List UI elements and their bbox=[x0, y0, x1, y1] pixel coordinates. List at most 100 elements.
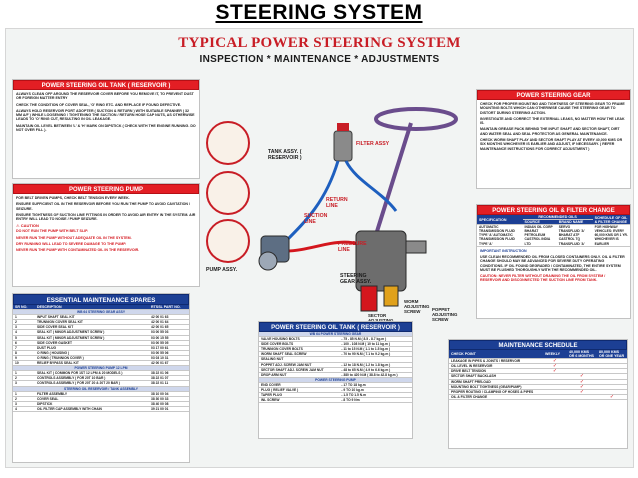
spares-srno: 1 bbox=[13, 314, 35, 321]
oil-panel-heading: POWER STEERING OIL & FILTER CHANGE bbox=[477, 205, 630, 215]
table-row: SECTOR SHAFT BACKLASH✓ bbox=[449, 373, 627, 380]
steering-system-illustration bbox=[258, 107, 458, 312]
torque-item: SECTOR SHAFT ADJ. SCREW JAM NUT bbox=[259, 367, 340, 373]
check-icon bbox=[597, 363, 627, 370]
pump-para-2: ENSURE SUFFICIENT OIL IN THE RESERVOIR B… bbox=[16, 202, 190, 211]
spares-part: 39 21 00 01 bbox=[149, 406, 189, 412]
gear-torque-title: WB 64 POWER STEERING GEAR bbox=[259, 332, 412, 338]
spares-desc: OIL FILTER CAP ASSEMBLY WITH CHAIN bbox=[35, 406, 149, 412]
spares-srno: 4 bbox=[13, 329, 35, 336]
check-icon bbox=[543, 373, 567, 380]
check-icon bbox=[543, 394, 567, 400]
spares-srno: 2 bbox=[13, 375, 35, 382]
torque-value: - 9 TO 10 kg.m bbox=[339, 387, 412, 394]
return-line bbox=[344, 160, 398, 212]
tank-spec-panel: POWER STEERING OIL TANK ( RESERVOIR ) WB… bbox=[258, 321, 413, 439]
table-row: PROPER ROUTING / CLAMPING OF HOSES & PIP… bbox=[449, 389, 627, 395]
pump-para-3: ENSURE TIGHTNESS OF SUCTION LINE FITTING… bbox=[16, 212, 196, 222]
pump-caution-2: NEVER RUN THE PUMP WITHOUT ADEQUATE OIL … bbox=[16, 235, 132, 240]
torque-item: INL SCREW bbox=[259, 397, 340, 404]
gear-detail-circle bbox=[206, 219, 250, 263]
table-row: WORM SHAFT PRELOAD✓ bbox=[449, 379, 627, 385]
steering-column bbox=[372, 122, 413, 242]
torque-value: - 70 to 90 N.M ( 7.1 to 9.2 kg.m ) bbox=[339, 351, 412, 358]
spares-part: 38 10 00 04 bbox=[149, 391, 189, 397]
table-row: WORM SHAFT SEAL SCREW- 70 to 90 N.M ( 7.… bbox=[259, 351, 412, 358]
spares-srno: 7 bbox=[13, 345, 35, 351]
gear-panel: POWER STEERING GEAR CHECK FOR PROPER MOU… bbox=[476, 89, 631, 189]
tank-icon bbox=[333, 130, 353, 162]
schedule-item: PROPER ROUTING / CLAMPING OF HOSES & PIP… bbox=[449, 389, 543, 395]
spares-desc: RELIEF BYPASS SEAL KIT bbox=[35, 360, 149, 367]
pump-torque-title: POWER STEERING PUMP bbox=[259, 377, 412, 383]
pump-panel-heading: POWER STEERING PUMP bbox=[13, 184, 199, 194]
spares-desc: SEAL KIT ( MINOR ADJUSTMENT SCREW ) bbox=[35, 329, 149, 336]
table-row: VALVE HOUSING BOLTS- 75 - 85 N.M ( 8.5 -… bbox=[259, 336, 412, 343]
tank-para-2: CHECK THE CONDITION OF COVER SEAL, 'O' R… bbox=[16, 102, 182, 107]
spares-srno: 1 bbox=[13, 391, 35, 397]
gear-para-4: CHECK WORM SHAFT PLAY AND SECTOR SHAFT P… bbox=[480, 138, 623, 151]
spares-part: 42 00 01 63 bbox=[149, 314, 189, 321]
poster: TYPICAL POWER STEERING SYSTEM INSPECTION… bbox=[5, 28, 634, 468]
spares-group-row: STEERING OIL RESERVOIR / TANK ASSEMBLY bbox=[13, 386, 189, 392]
spares-col-part: RTSSL PART NO. bbox=[149, 305, 189, 311]
schedule-table: CHECK POINT WEEKLY 40,000 KMS OR 6 MONTH… bbox=[449, 350, 627, 400]
spares-srno: 3 bbox=[13, 324, 35, 331]
torque-value: - 11 to 15 N.M ( 1.1 to 1.5 kg.m ) bbox=[339, 346, 412, 353]
pump-caution-4: NEVER RUN THE PUMP WITH CONTAMINATED OIL… bbox=[16, 248, 140, 253]
torque-value: - 8 TO 9 Nm bbox=[339, 397, 412, 404]
table-row: TAPER PLUG- 1.5 TO 1.5 N.m bbox=[259, 392, 412, 399]
check-icon: ✓ bbox=[543, 369, 567, 375]
pump-label: PUMP ASSY. bbox=[206, 267, 238, 273]
return-label: RETURN LINE bbox=[326, 197, 348, 209]
spares-desc: CONTROLS ASSEMBLY ( FOR 20T 10 BAR ) bbox=[35, 375, 149, 382]
check-icon bbox=[567, 368, 597, 375]
check-icon: ✓ bbox=[543, 359, 567, 365]
spares-group-title: STEERING OIL RESERVOIR / TANK ASSEMBLY bbox=[13, 386, 189, 392]
torque-item: SIDE COVER BOLTS bbox=[259, 341, 340, 348]
spares-desc: O RING ( TRUNNION COVER ) bbox=[35, 355, 149, 362]
schedule-item: WORM SHAFT PRELOAD bbox=[449, 379, 543, 385]
torque-item: END COVER bbox=[259, 382, 340, 389]
torque-value: - 12 to 18 N.M ( 1.2 to 1.8 kg.m ) bbox=[339, 362, 412, 368]
poster-subtitle: INSPECTION * MAINTENANCE * ADJUSTMENTS bbox=[199, 54, 440, 65]
oil-schedule: FOR HIGHWAY VEHICLES: EVERY 60,000 KMS O… bbox=[592, 224, 630, 247]
gear-para-2: INVESTIGATE AND CORRECT THE EXTERNAL LEA… bbox=[480, 116, 625, 126]
spares-panel: ESSENTIAL MAINTENANCE SPARES SR NO. DESC… bbox=[12, 293, 190, 463]
spares-group-title: WB 64 STEERING GEAR ASSY bbox=[13, 309, 189, 316]
oil-col-brand: BRAND NAME bbox=[556, 219, 593, 226]
spares-srno: 2 bbox=[13, 319, 35, 326]
spares-part: 03 00 55 05 bbox=[149, 340, 189, 346]
torque-value: - 75 - 85 N.M ( 8.5 - 8.7 kg.m ) bbox=[339, 336, 412, 343]
spares-srno: 3 bbox=[13, 401, 35, 407]
check-icon bbox=[597, 389, 627, 395]
table-row: OIL LEVEL IN RESERVOIR✓ bbox=[449, 363, 627, 370]
spares-part: 42 00 01 64 bbox=[149, 319, 189, 326]
check-icon: ✓ bbox=[567, 374, 597, 380]
gear-torque-table: WB 64 POWER STEERING GEAR VALVE HOUSING … bbox=[259, 332, 412, 404]
schedule-item: DRIVE BELT TENSION bbox=[449, 368, 543, 375]
check-icon bbox=[597, 379, 627, 385]
table-row: PLUG ( RELIEF VALVE )- 9 TO 10 kg.m bbox=[259, 387, 412, 394]
pump-caution-1: DO NOT RUN THE PUMP WITH BELT SLIP. bbox=[16, 229, 89, 234]
table-row: DRIVE BELT TENSION✓ bbox=[449, 368, 627, 375]
gear-para-1: CHECK FOR PROPER MOUNTING AND TIGHTNESS … bbox=[480, 102, 625, 115]
check-icon bbox=[567, 358, 597, 365]
check-icon bbox=[597, 358, 627, 365]
table-row: POPPET ADJ. SCREW JAM NUT- 12 to 18 N.M … bbox=[259, 362, 412, 368]
torque-value: - 380 to 420 N.M ( 38.8 to 42.8 kg.m ) bbox=[339, 372, 412, 378]
warning-icon: ⚠ bbox=[16, 223, 21, 229]
oil-table: SPECIFICATION RECOMMENDED OILS SCHEDULE … bbox=[477, 215, 630, 247]
oil-source: INDIAN OIL CORP BHARAT PETROLEUM CASTROL… bbox=[522, 224, 557, 247]
spares-desc: O RING ( HOUSING ) bbox=[35, 350, 149, 356]
spares-srno: 3 bbox=[13, 380, 35, 387]
oil-col-recommended: RECOMMENDED OILS bbox=[522, 215, 593, 221]
tank-para-1: ALWAYS CLEAN OFF AROUND THE RESERVOIR CO… bbox=[16, 92, 194, 101]
